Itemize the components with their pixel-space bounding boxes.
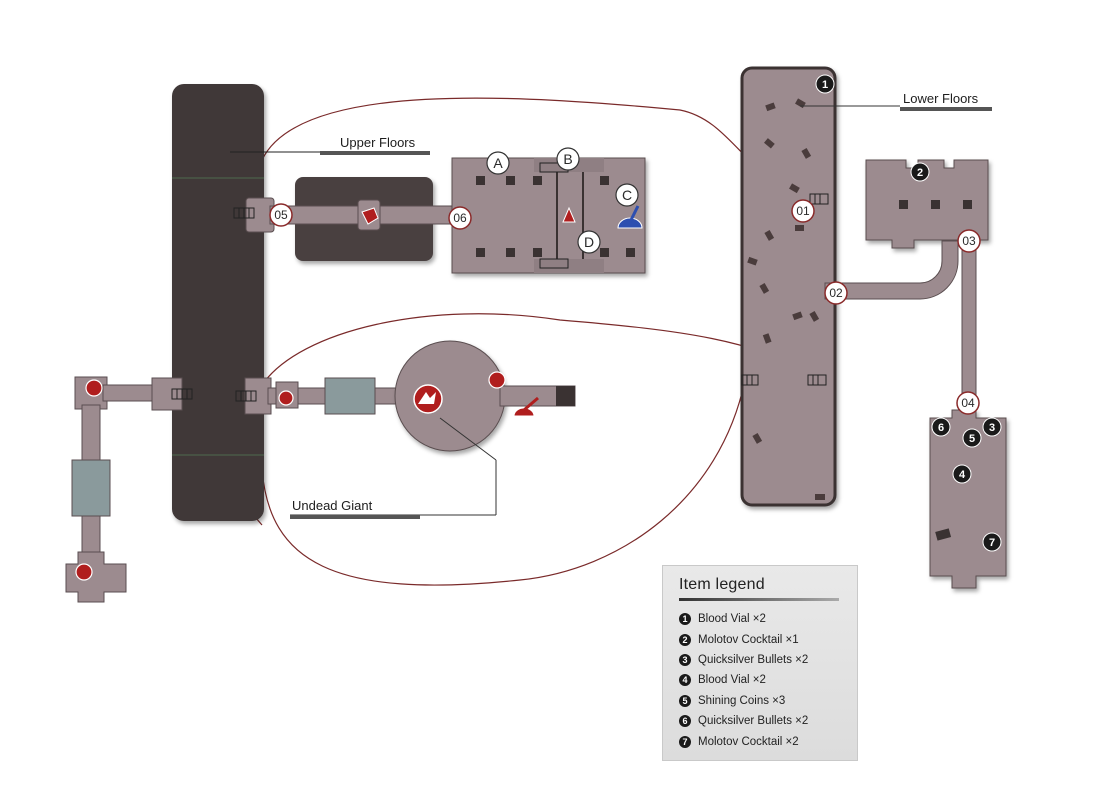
- legend-item-number: 3: [679, 653, 691, 666]
- legend-item-number: 1: [679, 613, 691, 626]
- legend-item: 1 Blood Vial ×2: [679, 609, 857, 629]
- upper-corridor: [245, 177, 463, 261]
- item-marker-5: 5: [962, 428, 982, 448]
- item-marker-3: 3: [982, 417, 1002, 437]
- lever-icon: [513, 396, 539, 417]
- enemy-icon: [361, 207, 379, 225]
- lower-left-structures: [65, 340, 576, 603]
- marker-05: 05: [269, 203, 293, 227]
- legend-item-number: 5: [679, 694, 691, 707]
- svg-text:01: 01: [796, 204, 810, 218]
- marker-D: D: [577, 230, 601, 254]
- rubble: [747, 98, 825, 500]
- svg-text:03: 03: [962, 234, 976, 248]
- svg-text:3: 3: [989, 422, 995, 434]
- svg-text:02: 02: [829, 286, 843, 300]
- boss-icon: [413, 384, 443, 414]
- legend-item-label: Blood Vial ×2: [698, 613, 766, 626]
- legend-item: 5 Shining Coins ×3: [679, 691, 857, 711]
- lower-right-upper-room: [824, 159, 989, 413]
- legend-item-label: Blood Vial ×2: [698, 674, 766, 687]
- upper-room: [451, 157, 646, 274]
- teal-room-left: [71, 459, 111, 517]
- svg-text:Upper Floors: Upper Floors: [340, 135, 416, 150]
- svg-text:04: 04: [961, 396, 975, 410]
- marker-03: 03: [957, 229, 981, 253]
- enemy-icon: [562, 206, 576, 223]
- teal-room-center: [324, 377, 376, 415]
- svg-text:B: B: [563, 151, 572, 167]
- legend-item-number: 4: [679, 674, 691, 687]
- item-marker-2: 2: [910, 162, 930, 182]
- legend-item-number: 6: [679, 715, 691, 728]
- item-marker-7: 7: [982, 532, 1002, 552]
- svg-text:2: 2: [917, 167, 923, 179]
- area-label-undead-giant: Undead Giant: [290, 498, 420, 519]
- item-markers: 1 2 3 4 5 6 7: [815, 74, 1002, 552]
- ladder-icon: [171, 162, 829, 402]
- legend-item: 3 Quicksilver Bullets ×2: [679, 650, 857, 670]
- svg-text:D: D: [584, 234, 594, 250]
- item-marker-4: 4: [952, 464, 972, 484]
- svg-text:06: 06: [453, 211, 467, 225]
- legend-item-label: Quicksilver Bullets ×2: [698, 715, 809, 728]
- marker-A: A: [486, 151, 510, 175]
- legend-rule: [679, 598, 839, 601]
- area-label-upper-floors: Upper Floors: [230, 135, 430, 155]
- svg-text:Lower Floors: Lower Floors: [903, 91, 979, 106]
- svg-text:6: 6: [938, 422, 944, 434]
- legend-item-label: Shining Coins ×3: [698, 694, 786, 707]
- lever-icon: [617, 205, 643, 229]
- legend-item-number: 7: [679, 735, 691, 748]
- boss-arena: [394, 340, 506, 452]
- marker-C: C: [615, 183, 639, 207]
- marker-04: 04: [956, 391, 980, 415]
- marker-B: B: [556, 147, 580, 171]
- item-marker-6: 6: [931, 417, 951, 437]
- marker-06: 06: [448, 206, 472, 230]
- marker-02: 02: [824, 281, 848, 305]
- item-marker-1: 1: [815, 74, 835, 94]
- legend-item: 2 Molotov Cocktail ×1: [679, 629, 857, 649]
- svg-text:4: 4: [959, 469, 966, 481]
- svg-text:Undead Giant: Undead Giant: [292, 498, 373, 513]
- svg-text:7: 7: [989, 537, 995, 549]
- area-label-lower-floors: Lower Floors: [900, 91, 992, 111]
- svg-text:C: C: [622, 187, 632, 203]
- legend-item-label: Quicksilver Bullets ×2: [698, 653, 809, 666]
- legend-item-label: Molotov Cocktail ×2: [698, 735, 799, 748]
- enemy-icon: [75, 371, 506, 581]
- marker-01: 01: [791, 199, 815, 223]
- legend-item-label: Molotov Cocktail ×1: [698, 633, 799, 646]
- svg-text:05: 05: [274, 208, 288, 222]
- legend-item: 7 Molotov Cocktail ×2: [679, 731, 857, 751]
- svg-text:A: A: [493, 155, 503, 171]
- legend-item: 4 Blood Vial ×2: [679, 670, 857, 690]
- legend-item-number: 2: [679, 633, 691, 646]
- legend-item: 6 Quicksilver Bullets ×2: [679, 711, 857, 731]
- route-markers: 05 06 01 02 03 04 A B C D: [269, 147, 981, 415]
- svg-text:5: 5: [969, 433, 975, 445]
- left-tower: [172, 84, 264, 521]
- legend-title: Item legend: [679, 576, 765, 593]
- svg-text:1: 1: [822, 79, 828, 91]
